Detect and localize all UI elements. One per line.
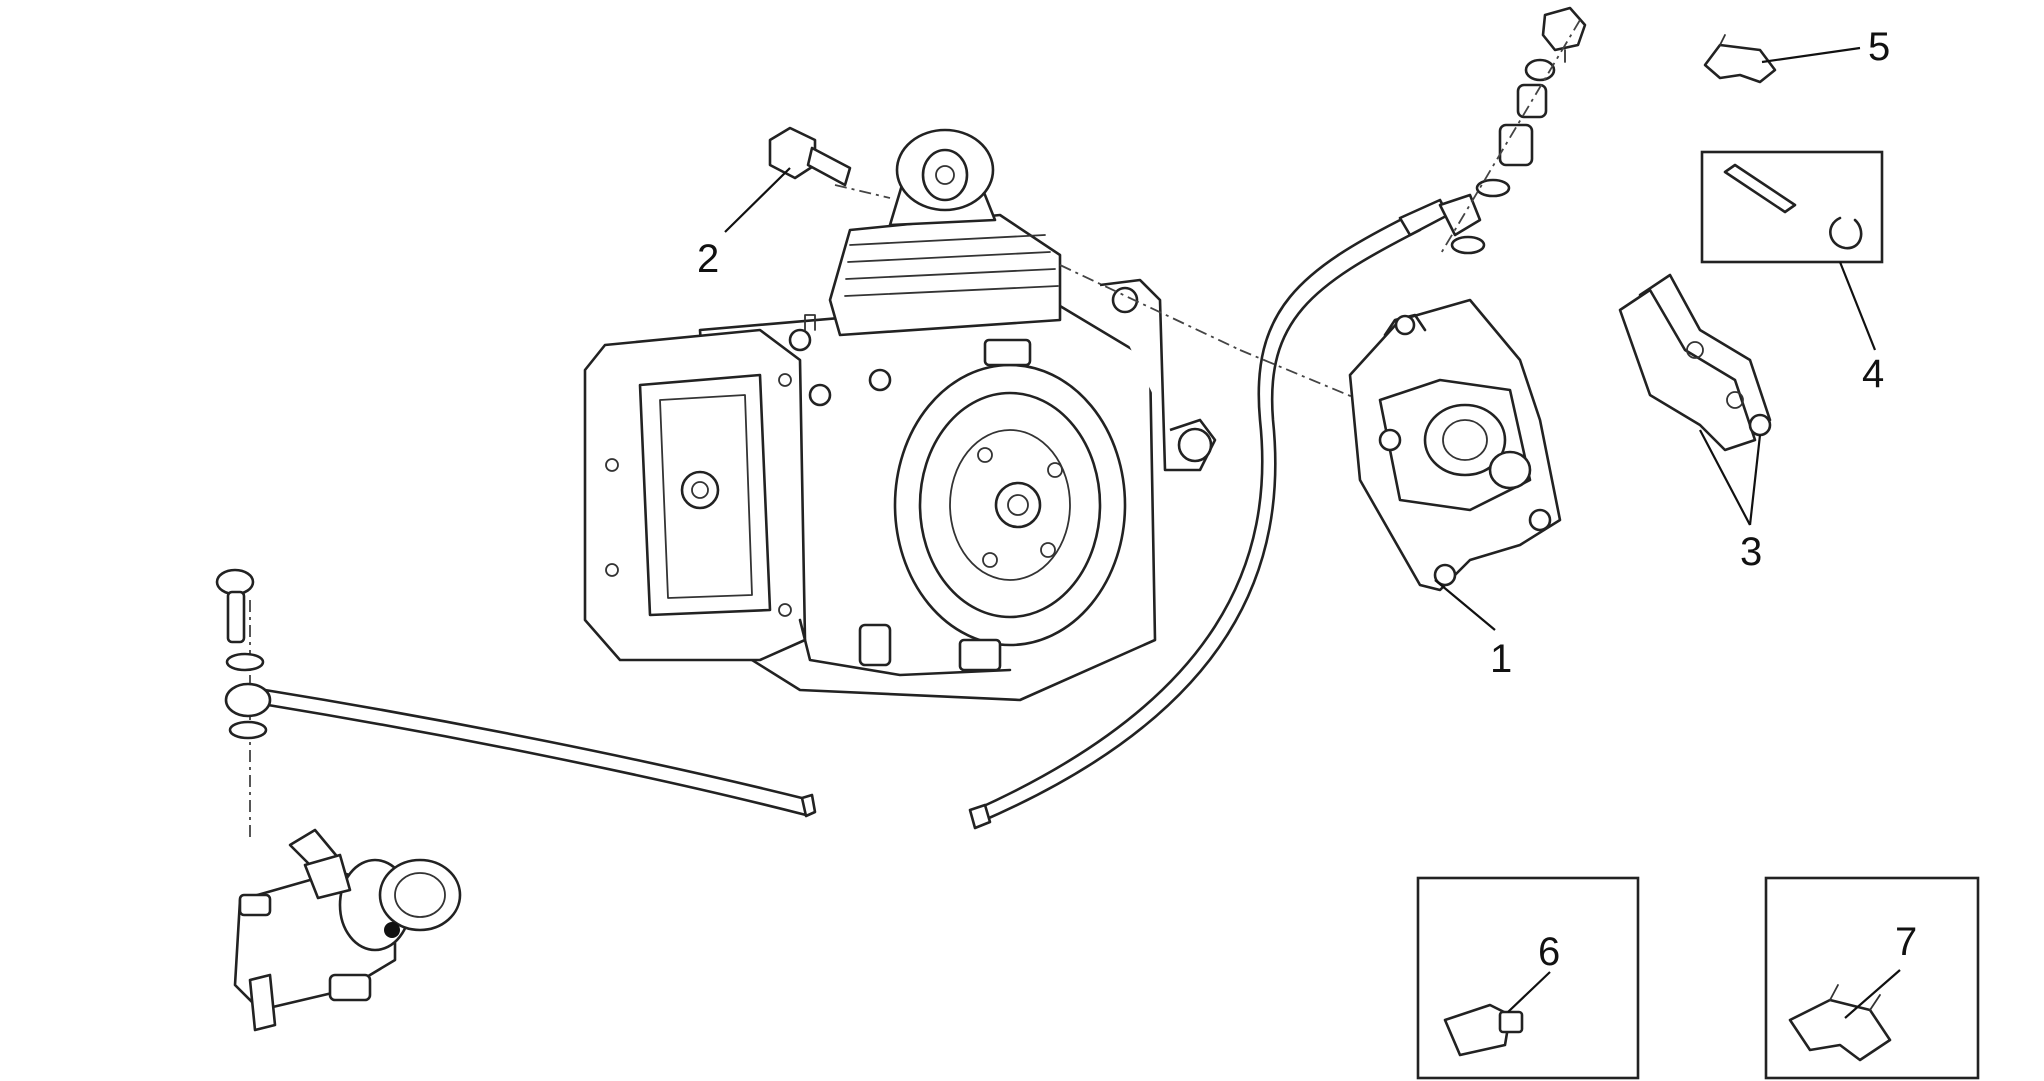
master-cylinder-icon: [233, 828, 462, 1032]
callout-2: 2: [697, 237, 719, 281]
callout-6: 6: [1538, 930, 1560, 974]
callout-4: 4: [1862, 352, 1884, 396]
rear-brake-hose-icon: [263, 688, 817, 818]
pin-kit-icon: [1700, 150, 1884, 264]
alignment-lines: [249, 184, 1361, 840]
retaining-clip-icon: [1764, 876, 1980, 1080]
brake-pad-icon: [1618, 273, 1772, 452]
bolt-icon: [768, 126, 852, 187]
brake-caliper-icon: [1348, 298, 1562, 592]
engine-assembly-icon: [583, 128, 1217, 702]
brake-switch-icon: [1416, 876, 1640, 1080]
callout-1: 1: [1490, 637, 1512, 681]
callout-3: 3: [1740, 530, 1762, 574]
spring-clip-icon: [1703, 34, 1777, 84]
brake-hose-icon: [968, 198, 1450, 830]
callout-labels: 1 2 3 4 5 6 7: [697, 25, 1917, 974]
callout-5: 5: [1868, 25, 1890, 69]
banjo-fitting-icon: [1438, 6, 1587, 256]
callout-7: 7: [1895, 920, 1917, 964]
leader-lines: [724, 46, 1901, 1019]
bolt-rear-icon: [215, 568, 272, 740]
